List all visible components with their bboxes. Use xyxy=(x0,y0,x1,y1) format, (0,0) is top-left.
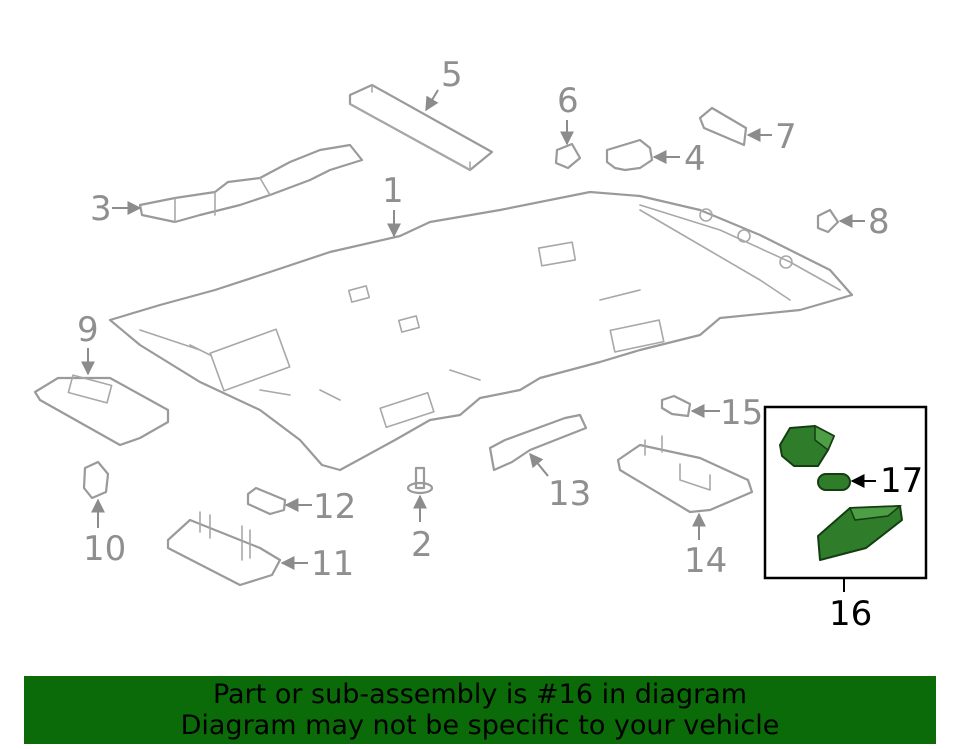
pad-part-7 xyxy=(698,106,748,147)
console-part-14 xyxy=(616,435,754,514)
grab-handle-part-13 xyxy=(488,413,588,472)
headliner-part xyxy=(108,190,854,472)
callout-arrows xyxy=(81,89,876,570)
callout-12: 12 xyxy=(313,487,356,527)
front-reinforcement-part-3 xyxy=(138,143,364,224)
callout-16: 16 xyxy=(829,594,872,634)
callout-17: 17 xyxy=(880,461,923,501)
callout-6: 6 xyxy=(557,81,579,121)
callout-8: 8 xyxy=(868,202,890,242)
callout-7: 7 xyxy=(775,117,797,157)
dome-lamp-part-11 xyxy=(166,511,282,587)
bracket-part-4 xyxy=(605,138,654,172)
lens-part-12 xyxy=(246,486,287,516)
callout-13: 13 xyxy=(548,474,591,514)
callout-4: 4 xyxy=(684,139,706,179)
callout-9: 9 xyxy=(77,310,99,350)
disclaimer-line-1: Part or sub-assembly is #16 in diagram xyxy=(212,679,748,710)
sun-visor-part-9 xyxy=(33,374,170,447)
bulb-part-15 xyxy=(660,394,692,418)
screw-part-2 xyxy=(406,466,434,495)
callout-2: 2 xyxy=(411,525,433,565)
visor-holder-part-10 xyxy=(82,460,110,500)
callout-10: 10 xyxy=(83,529,126,569)
clip-part-8 xyxy=(816,208,840,234)
callout-14: 14 xyxy=(684,541,727,581)
callout-11: 11 xyxy=(311,544,354,584)
disclaimer-line-2: Diagram may not be specific to your vehi… xyxy=(180,710,780,741)
highlight-box-part-16 xyxy=(763,405,928,592)
callout-15: 15 xyxy=(720,393,763,433)
clip-part-6 xyxy=(554,142,582,170)
roof-bar-part-5 xyxy=(348,83,494,172)
callout-1: 1 xyxy=(382,171,404,211)
disclaimer-banner: Part or sub-assembly is #16 in diagram D… xyxy=(24,676,936,744)
callout-5: 5 xyxy=(441,55,463,95)
callout-3: 3 xyxy=(90,189,112,229)
